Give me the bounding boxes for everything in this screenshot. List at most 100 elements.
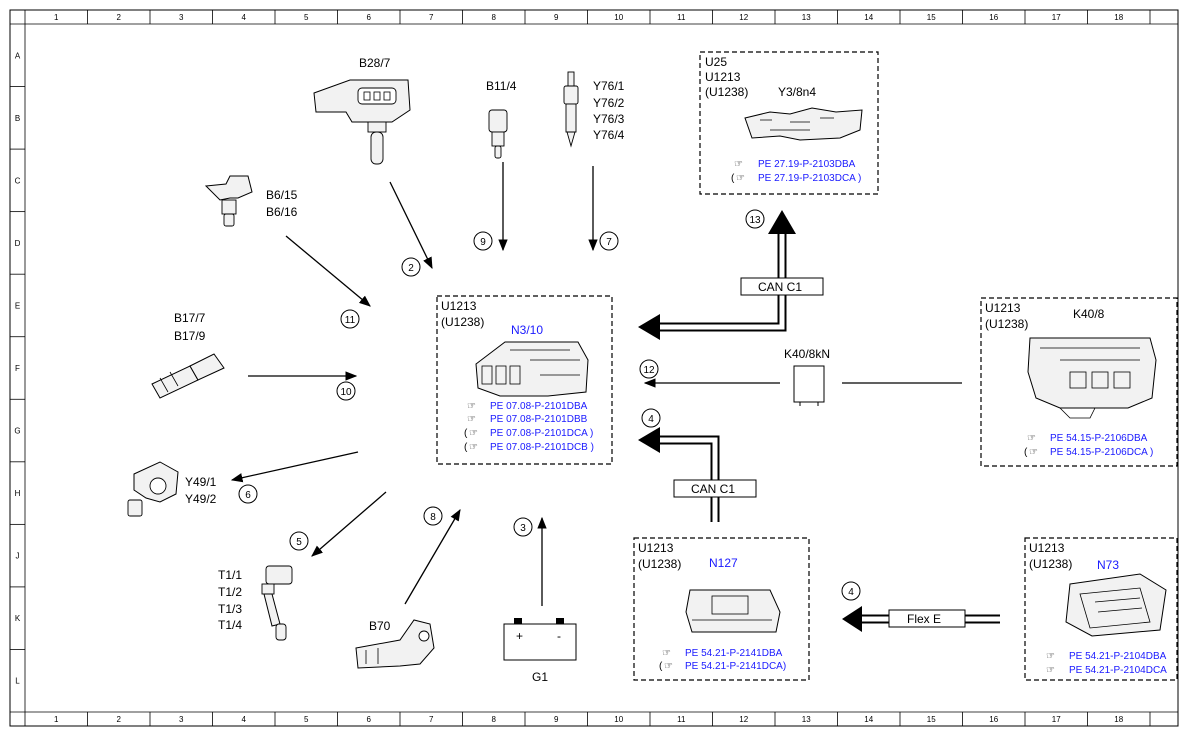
grid-column-label: 1	[54, 715, 59, 724]
module-code: U1213	[638, 541, 674, 555]
grid-column-label: 11	[677, 13, 686, 22]
grid-column-label: 18	[1114, 715, 1123, 724]
ref-link[interactable]: PE 54.21-P-2141DBA	[685, 648, 783, 659]
grid-column-label: 4	[242, 715, 247, 724]
sensor-b70[interactable]: B70	[355, 619, 435, 669]
hand-pointer-icon: ☞	[1027, 433, 1036, 444]
module-n127[interactable]: U1213 (U1238) N127 ☞ PE 54.21-P-2141DBA …	[633, 537, 810, 681]
signal-number-2: 2	[401, 257, 421, 277]
signal-arrow	[311, 491, 387, 557]
sensor-b28-7[interactable]: B28/7	[313, 56, 411, 165]
bus-can-c1-bottom[interactable]: CAN C1	[638, 427, 757, 524]
sensor-b17-7-b17-9[interactable]: B17/7 B17/9	[151, 311, 225, 399]
ref-link[interactable]: PE 54.21-P-2141DCA)	[685, 661, 786, 672]
ref-link[interactable]: PE 27.19-P-2103DCA )	[758, 173, 861, 184]
control-unit-icon	[685, 589, 781, 633]
component-label: B17/9	[174, 329, 206, 343]
component-label: T1/4	[218, 618, 242, 632]
bus-can-c1-top[interactable]: CAN C1	[638, 210, 824, 340]
grid-column-label: 5	[304, 715, 309, 724]
ref-link[interactable]: PE 54.21-P-2104DBA	[1069, 651, 1167, 662]
grid-column-label: 12	[739, 715, 748, 724]
grid-column-label: 5	[304, 13, 309, 22]
sensor-b6-15-b6-16[interactable]: B6/15 B6/16	[204, 175, 298, 227]
grid-column-label: 3	[179, 715, 184, 724]
svg-text:(: (	[464, 442, 468, 453]
signal-arrow	[230, 451, 359, 483]
grid-column-label: 18	[1114, 13, 1123, 22]
ref-link[interactable]: PE 27.19-P-2103DBA	[758, 159, 856, 170]
signal-arrow	[404, 508, 461, 605]
component-label: B17/7	[174, 311, 206, 325]
ref-link[interactable]: PE 54.15-P-2106DBA	[1050, 433, 1148, 444]
bus-flex-e[interactable]: Flex E	[842, 606, 1000, 632]
module-code: (U1238)	[441, 315, 484, 329]
grid-column-label: 4	[242, 13, 247, 22]
grid-row-label: J	[16, 552, 20, 561]
component-label: B28/7	[359, 56, 391, 70]
sensor-b11-4[interactable]: B11/4	[486, 79, 517, 159]
svg-text:13: 13	[749, 215, 761, 226]
ignition-coils-t1[interactable]: T1/1 T1/2 T1/3 T1/4	[218, 565, 293, 641]
hand-pointer-icon: ☞	[469, 428, 478, 439]
hand-pointer-icon: ☞	[736, 173, 745, 184]
component-label: B6/15	[266, 188, 298, 202]
hand-pointer-icon: ☞	[469, 442, 478, 453]
module-u25-y3-8n4[interactable]: U25 U1213 (U1238) Y3/8n4 ☞ PE 27.19-P-21…	[699, 51, 879, 195]
ref-link[interactable]: PE 54.21-P-2104DCA	[1069, 665, 1167, 676]
crankshaft-sensor-icon	[355, 619, 435, 669]
svg-text:6: 6	[245, 490, 251, 501]
hand-pointer-icon: ☞	[1046, 651, 1055, 662]
svg-text:10: 10	[340, 387, 352, 398]
module-name: N73	[1097, 558, 1119, 572]
component-label: Y76/3	[593, 112, 625, 126]
svg-text:5: 5	[296, 537, 302, 548]
hand-pointer-icon: ☞	[734, 159, 743, 170]
svg-text:12: 12	[643, 365, 655, 376]
grid-column-label: 10	[614, 715, 623, 724]
module-code: (U1238)	[985, 317, 1028, 331]
bus-label: Flex E	[907, 612, 941, 626]
signal-number-13: 13	[745, 209, 765, 229]
hand-pointer-icon: ☞	[1029, 447, 1038, 458]
relay-k40-8kn[interactable]: K40/8kN	[643, 347, 962, 406]
module-code: U1213	[705, 70, 741, 84]
grid-column-label: 13	[802, 13, 811, 22]
grid-row-label: F	[15, 364, 20, 373]
ref-link[interactable]: PE 07.08-P-2101DBB	[490, 414, 588, 425]
injectors-y76[interactable]: Y76/1 Y76/2 Y76/3 Y76/4	[563, 71, 625, 148]
battery-g1[interactable]: + - G1	[503, 618, 577, 684]
svg-text:2: 2	[408, 263, 414, 274]
module-k40-8[interactable]: U1213 (U1238) K40/8 ☞ PE 54.15-P-2106DBA…	[980, 297, 1178, 467]
hand-pointer-icon: ☞	[664, 661, 673, 672]
module-n73[interactable]: U1213 (U1238) N73 ☞ PE 54.21-P-2104DBA ☞…	[1024, 537, 1178, 681]
grid-row-label: D	[15, 239, 21, 248]
module-name: N127	[709, 556, 738, 570]
module-code: (U1238)	[1029, 557, 1072, 571]
grid-column-label: 8	[492, 715, 497, 724]
grid-column-label: 13	[802, 715, 811, 724]
ref-link[interactable]: PE 07.08-P-2101DBA	[490, 401, 588, 412]
temperature-probe-icon	[151, 353, 225, 399]
signal-number-6: 6	[238, 484, 258, 504]
svg-text:4: 4	[848, 587, 854, 598]
signal-number-12: 12	[639, 359, 659, 379]
grid-column-label: 7	[429, 715, 434, 724]
component-label: B11/4	[486, 79, 517, 93]
temperature-sensor-icon	[488, 109, 508, 159]
signal-number-4-flex: 4	[841, 581, 861, 601]
module-n3-10[interactable]: U1213 (U1238) N3/10 ☞ PE 07.08-P-2101DBA…	[436, 295, 613, 465]
ref-link[interactable]: PE 54.15-P-2106DCA )	[1050, 447, 1153, 458]
ref-link[interactable]: PE 07.08-P-2101DCB )	[490, 442, 594, 453]
actuator-y49[interactable]: Y49/1 Y49/2	[127, 461, 217, 517]
component-label: Y49/2	[185, 492, 217, 506]
grid-row-label: A	[15, 51, 21, 60]
ref-link[interactable]: PE 07.08-P-2101DCA )	[490, 428, 593, 439]
module-code: U25	[705, 55, 727, 69]
hand-pointer-icon: ☞	[1046, 665, 1055, 676]
module-code: U1213	[1029, 541, 1065, 555]
module-code: U1213	[985, 301, 1021, 315]
component-label: Y76/1	[593, 79, 625, 93]
